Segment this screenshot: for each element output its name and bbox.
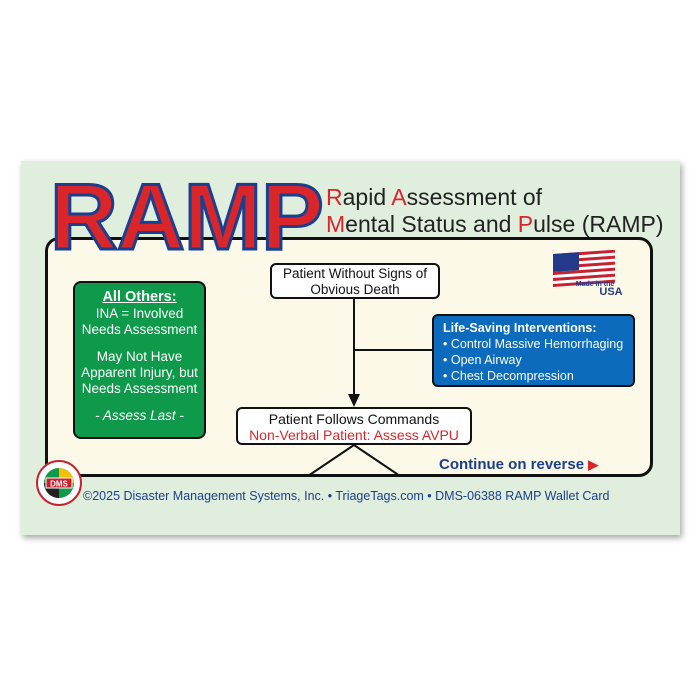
all-others-box: All Others: INA = Involved Needs Assessm… xyxy=(73,281,206,439)
card-footer: ©2025 Disaster Management Systems, Inc. … xyxy=(83,489,610,503)
subtitle-line-2: Mental Status and Pulse (RAMP) xyxy=(326,211,664,238)
intervention-item: • Open Airway xyxy=(443,353,522,367)
intervention-item: • Chest Decompression xyxy=(443,369,574,383)
interventions-title: Life-Saving Interventions: xyxy=(443,321,597,335)
subtitle-text: apid xyxy=(342,184,392,210)
flag-caption-bottom: USA xyxy=(599,286,622,296)
subtitle-initial-letter: M xyxy=(326,211,346,237)
all-others-title: All Others: xyxy=(102,289,177,305)
subtitle-text: ulse (RAMP) xyxy=(533,211,664,237)
subtitle-initial-letter: A xyxy=(391,184,407,210)
flow-box-follows-commands: Patient Follows Commands Non-Verbal Pati… xyxy=(236,407,472,445)
flag-caption-top: Made in the xyxy=(576,281,615,288)
all-others-note: May Not Have Apparent Injury, but Needs … xyxy=(81,349,198,396)
ramp-logo-word: RAMP xyxy=(49,164,326,269)
dms-seal-logo: DMS xyxy=(36,460,82,506)
dms-logo-text: DMS xyxy=(50,480,68,489)
continue-on-reverse: Continue on reverse ▶ xyxy=(439,456,599,473)
intervention-item: • Control Massive Hemorrhaging xyxy=(443,337,624,351)
subtitle-text: ental Status and xyxy=(345,211,518,237)
all-others-ina: INA = Involved Needs Assessment xyxy=(81,306,198,337)
card-subtitle: Rapid Assessment of Mental Status and Pu… xyxy=(326,184,664,238)
life-saving-interventions-box: Life-Saving Interventions: • Control Mas… xyxy=(432,314,635,387)
subtitle-initial-letter: P xyxy=(517,211,534,237)
flow-box-no-death-signs: Patient Without Signs of Obvious Death xyxy=(270,263,440,299)
subtitle-line-1: Rapid Assessment of xyxy=(326,184,664,211)
play-arrow-icon: ▶ xyxy=(588,457,599,472)
subtitle-initial-letter: R xyxy=(326,184,343,210)
follows-commands-text: Patient Follows Commands xyxy=(268,411,440,427)
subtitle-text: ssessment of xyxy=(406,184,543,210)
usa-flag-icon: Made in the USA xyxy=(553,250,623,296)
non-verbal-text: Non-Verbal Patient: Assess AVPU xyxy=(249,427,459,443)
all-others-assess: - Assess Last - xyxy=(95,408,184,423)
